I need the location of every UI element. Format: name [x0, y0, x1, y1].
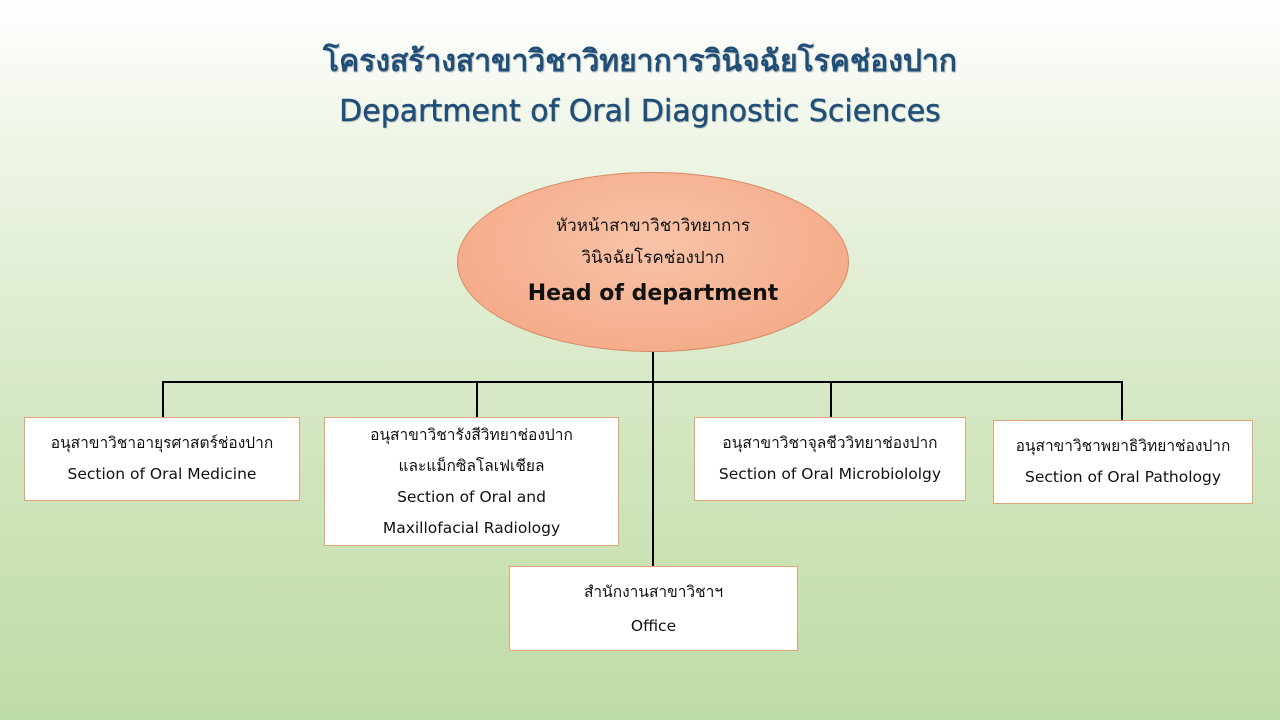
office-english: Office — [630, 616, 677, 635]
section-oral-pathology: อนุสาขาวิชาพยาธิวิทยาช่องปาก Section of … — [993, 420, 1253, 504]
section-english: Section of Oral Microbiololgy — [718, 465, 942, 483]
section-english: Section of Oral Medicine — [67, 465, 257, 483]
section-english-line2: Maxillofacial Radiology — [382, 518, 561, 537]
section-thai: อนุสาขาวิชาจุลชีววิทยาช่องปาก — [722, 434, 938, 452]
title-english: Department of Oral Diagnostic Sciences — [339, 94, 941, 129]
section-english-line1: Section of Oral and — [397, 487, 546, 506]
connector-microbiology — [830, 381, 832, 418]
office-node: สำนักงานสาขาวิชาฯ Office — [509, 566, 798, 651]
head-english: Head of department — [527, 281, 779, 306]
head-thai-line1: หัวหน้าสาขาวิชาวิทยาการ — [555, 216, 751, 236]
section-thai-line2: และแม็กซิลโลเฟเชียล — [398, 456, 545, 475]
section-english: Section of Oral Pathology — [1024, 468, 1222, 486]
head-of-department-node: หัวหน้าสาขาวิชาวิทยาการ วินิจฉัยโรคช่องป… — [457, 172, 849, 352]
title-thai: โครงสร้างสาขาวิชาวิทยาการวินิจฉัยโรคช่อง… — [323, 44, 957, 79]
section-thai-line1: อนุสาขาวิชารังสีวิทยาช่องปาก — [370, 425, 573, 444]
connector-radiology — [476, 381, 478, 418]
office-thai: สำนักงานสาขาวิชาฯ — [583, 582, 724, 601]
connector-pathology — [1121, 381, 1123, 421]
section-thai: อนุสาขาวิชาอายุรศาสตร์ช่องปาก — [50, 434, 274, 452]
connector-horizontal — [162, 381, 1122, 383]
section-thai: อนุสาขาวิชาพยาธิวิทยาช่องปาก — [1015, 437, 1231, 455]
section-oral-radiology: อนุสาขาวิชารังสีวิทยาช่องปาก และแม็กซิลโ… — [324, 417, 619, 546]
section-oral-microbiology: อนุสาขาวิชาจุลชีววิทยาช่องปาก Section of… — [694, 417, 966, 501]
section-oral-medicine: อนุสาขาวิชาอายุรศาสตร์ช่องปาก Section of… — [24, 417, 300, 501]
head-thai-line2: วินิจฉัยโรคช่องปาก — [581, 248, 725, 268]
connector-medicine — [162, 381, 164, 418]
connector-head-vertical — [652, 352, 654, 568]
